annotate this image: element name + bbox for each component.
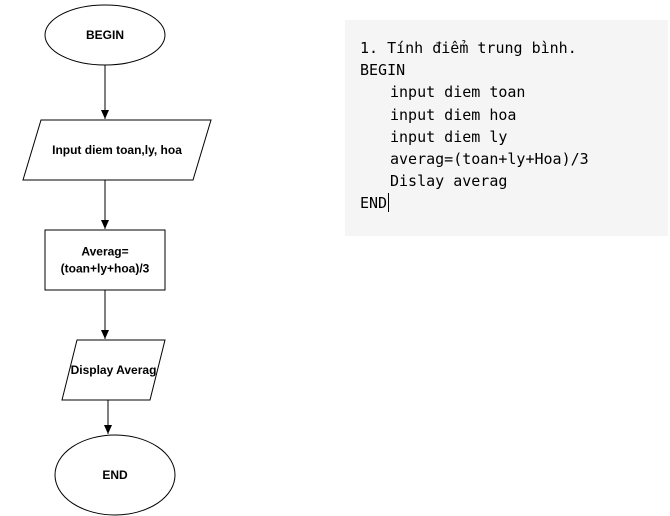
code-line-begin: BEGIN (360, 61, 406, 80)
node-begin-shape (44, 4, 166, 66)
code-line-input-toan: input diem toan (390, 83, 526, 102)
code-line-averag: averag=(toan+ly+Hoa)/3 (390, 149, 589, 168)
node-process-shape (44, 229, 166, 291)
node-end-label: END (102, 468, 128, 482)
node-display-shape (61, 339, 166, 401)
node-process[interactable]: Averag= (toan+ly+hoa)/3 (44, 229, 166, 291)
node-begin[interactable]: BEGIN (44, 4, 166, 66)
code-line-title: 1. Tính điểm trung bình. (360, 39, 577, 57)
node-input-label: Input diem toan,ly, hoa (52, 143, 182, 157)
node-display[interactable]: Display Averag (61, 339, 166, 401)
node-input-shape (22, 119, 212, 181)
code-line-end: END (360, 192, 668, 214)
node-process-label: (toan+ly+hoa)/3 (61, 262, 150, 276)
node-display-label: Display Averag (71, 363, 157, 377)
code-line-end-text: END (360, 194, 388, 213)
code-line-input-hoa: input diem hoa (390, 105, 517, 124)
node-end[interactable]: END (54, 434, 176, 516)
pseudocode-panel[interactable]: 1. Tính điểm trung bình. BEGIN input die… (345, 20, 668, 236)
node-input[interactable]: Input diem toan,ly, hoa (22, 119, 212, 181)
node-end-shape (54, 434, 176, 516)
code-line-display: Dislay averag (390, 172, 508, 191)
code-line-input-ly: input diem ly (390, 127, 508, 146)
node-process-label: Averag= (81, 245, 128, 259)
node-begin-label: BEGIN (86, 28, 124, 42)
text-cursor (388, 193, 390, 213)
